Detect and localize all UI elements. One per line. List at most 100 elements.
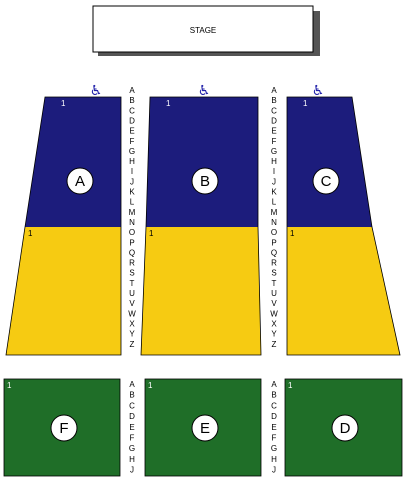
- row-letter: P: [271, 238, 276, 247]
- row-letter: T: [272, 279, 277, 288]
- seat-number-label: 1: [149, 229, 154, 238]
- seat-number-label: 1: [288, 381, 293, 390]
- row-letter: G: [271, 444, 277, 453]
- row-letter: L: [272, 198, 277, 207]
- row-letter: U: [129, 289, 135, 298]
- row-letter: D: [271, 116, 277, 125]
- section-f[interactable]: 1F: [3, 378, 121, 477]
- row-letter: F: [130, 434, 135, 443]
- row-letter: Q: [129, 248, 135, 257]
- row-letter: S: [129, 269, 134, 278]
- row-letter: B: [271, 391, 276, 400]
- row-letter: X: [271, 319, 277, 328]
- row-letter: M: [129, 208, 136, 217]
- row-letter: E: [271, 423, 276, 432]
- stage-label: STAGE: [190, 26, 217, 35]
- row-letter: V: [129, 299, 135, 308]
- seat-number-label: 1: [61, 99, 66, 108]
- seat-number-label: 1: [148, 381, 153, 390]
- section-label: E: [200, 420, 210, 437]
- section-badge: [312, 167, 340, 195]
- seat-number-label: 1: [303, 99, 308, 108]
- row-letter: Z: [130, 340, 135, 349]
- section-label: F: [59, 420, 68, 437]
- section-b[interactable]: 11B♿: [140, 83, 262, 356]
- row-letter: A: [271, 86, 277, 95]
- row-letter: G: [129, 444, 135, 453]
- row-letter: Y: [271, 330, 277, 339]
- seat-number-label: 1: [166, 99, 171, 108]
- row-letter: C: [271, 401, 277, 410]
- row-letter: D: [129, 412, 135, 421]
- section-badge: [191, 414, 219, 442]
- row-letter: Y: [129, 330, 135, 339]
- section-c[interactable]: 11C♿: [286, 83, 401, 356]
- section-label: B: [200, 173, 210, 190]
- section-badge: [50, 414, 78, 442]
- row-letter: N: [129, 218, 135, 227]
- row-letter: V: [271, 299, 277, 308]
- stage: STAGE: [92, 5, 320, 56]
- section-outline: [140, 96, 262, 356]
- row-letter: H: [271, 157, 277, 166]
- row-letter: G: [129, 147, 135, 156]
- section-label: A: [75, 173, 85, 190]
- row-letter: A: [129, 380, 135, 389]
- section-c-front[interactable]: [287, 97, 372, 227]
- seat-number-label: 1: [7, 381, 12, 390]
- row-letter: A: [271, 380, 277, 389]
- row-letter: J: [272, 177, 276, 186]
- row-letter: G: [271, 147, 277, 156]
- seat-number-label: 1: [290, 229, 295, 238]
- row-letter: E: [129, 127, 134, 136]
- section-a[interactable]: 11A♿: [5, 83, 122, 356]
- section-b-rear[interactable]: [141, 227, 261, 355]
- section-a-rear[interactable]: [6, 227, 121, 355]
- row-letter: E: [271, 127, 276, 136]
- section-badge: [191, 167, 219, 195]
- row-letter: F: [272, 137, 277, 146]
- section-label: C: [321, 173, 332, 190]
- row-letter: E: [129, 423, 134, 432]
- row-letter: H: [129, 455, 135, 464]
- row-letter: X: [129, 319, 135, 328]
- section-d[interactable]: 1D: [284, 378, 403, 477]
- wheelchair-icon: ♿: [90, 83, 103, 99]
- row-letter: Z: [272, 340, 277, 349]
- row-letter: C: [129, 401, 135, 410]
- section-c-rear[interactable]: [287, 227, 400, 355]
- row-letter: S: [271, 269, 276, 278]
- upper-sections: 11A♿11B♿11C♿: [5, 83, 401, 356]
- section-badge: [331, 414, 359, 442]
- stage-box: [92, 5, 314, 53]
- section-a-front[interactable]: [25, 97, 121, 227]
- row-letter: A: [129, 86, 135, 95]
- row-letter: D: [129, 116, 135, 125]
- section-outline: [5, 96, 122, 356]
- row-letter: F: [272, 434, 277, 443]
- row-letter: B: [129, 96, 134, 105]
- row-letter: Q: [271, 248, 277, 257]
- row-letter: C: [271, 106, 277, 115]
- wheelchair-icon: ♿: [198, 83, 211, 99]
- row-letters: ABCDEFGHIJKLMNOPQRSTUVWXYZABCDEFGHJABCDE…: [128, 86, 278, 475]
- row-letter: P: [129, 238, 134, 247]
- row-letter: R: [129, 259, 135, 268]
- row-letter: B: [129, 391, 134, 400]
- section-b-front[interactable]: [146, 97, 258, 227]
- row-letter: O: [129, 228, 135, 237]
- section-outline: [286, 96, 401, 356]
- row-letter: W: [128, 309, 136, 318]
- section-badge: [66, 167, 94, 195]
- section-e[interactable]: 1E: [144, 378, 262, 477]
- row-letter: M: [271, 208, 278, 217]
- row-letter: I: [273, 167, 275, 176]
- row-letter: L: [130, 198, 135, 207]
- row-letter: O: [271, 228, 277, 237]
- row-letter: R: [271, 259, 277, 268]
- seat-number-label: 1: [28, 229, 33, 238]
- row-letter: K: [129, 188, 135, 197]
- row-letter: J: [130, 177, 134, 186]
